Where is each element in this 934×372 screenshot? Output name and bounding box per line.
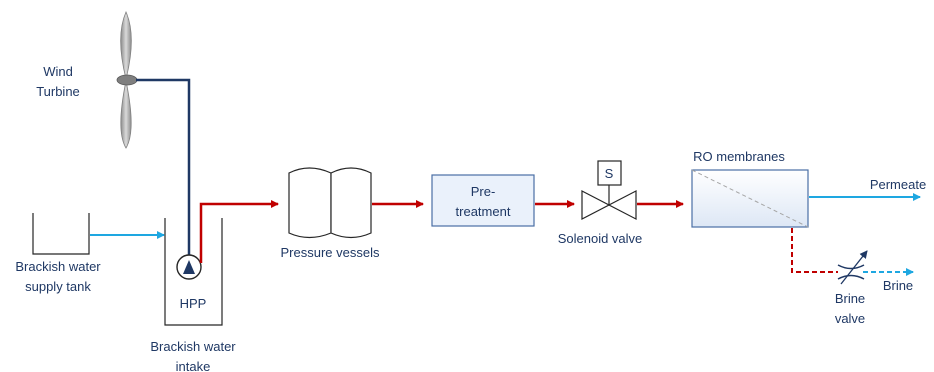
pressure-vessels (288, 167, 372, 239)
brine-valve-restrictor-icon (837, 264, 865, 280)
supply-tank-label-line1: Brackish water (15, 259, 101, 274)
pressure-vessel-right (330, 167, 372, 239)
hpp-pump (176, 254, 202, 280)
solenoid-valve: S (581, 160, 637, 220)
power-line (136, 78, 191, 256)
ro-membranes-label: RO membranes (693, 149, 785, 164)
wind-turbine-label-line1: Wind (43, 64, 73, 79)
supply-tank (32, 213, 90, 255)
turbine-hub (116, 74, 138, 86)
pressure-vessels-label: Pressure vessels (281, 245, 380, 260)
pressure-vessel-left (288, 167, 332, 239)
brine-valve-label-line1: Brine (835, 291, 865, 306)
pump-triangle-icon (183, 260, 195, 274)
brine-valve-label-line2: valve (835, 311, 865, 326)
intake-basin (164, 218, 223, 326)
brine-valve-adjust-arrow (840, 250, 868, 285)
solenoid-symbol: S (605, 166, 614, 181)
wind-turbine (116, 11, 138, 149)
intake-label-line2: intake (176, 359, 211, 372)
solenoid-valve-label: Solenoid valve (558, 231, 643, 246)
pretreatment-label-line2: treatment (456, 204, 511, 219)
ro-membranes (691, 169, 809, 228)
hpp-label: HPP (180, 296, 207, 311)
turbine-blade-bottom (120, 80, 132, 149)
brine-label: Brine (883, 278, 913, 293)
supply-tank-label-line2: supply tank (25, 279, 91, 294)
brine-valve (837, 250, 868, 285)
pretreatment-box (431, 174, 535, 227)
pretreatment-label-line1: Pre- (471, 184, 496, 199)
solenoid-actuator (597, 160, 622, 186)
pump-discharge-line (199, 200, 279, 263)
intake-label-line1: Brackish water (150, 339, 236, 354)
brine-line-high-pressure (791, 228, 838, 273)
permeate-label: Permeate (870, 177, 926, 192)
turbine-blade-top (120, 11, 132, 80)
wind-turbine-label-line2: Turbine (36, 84, 80, 99)
ro-membrane-diagonal (691, 169, 809, 228)
